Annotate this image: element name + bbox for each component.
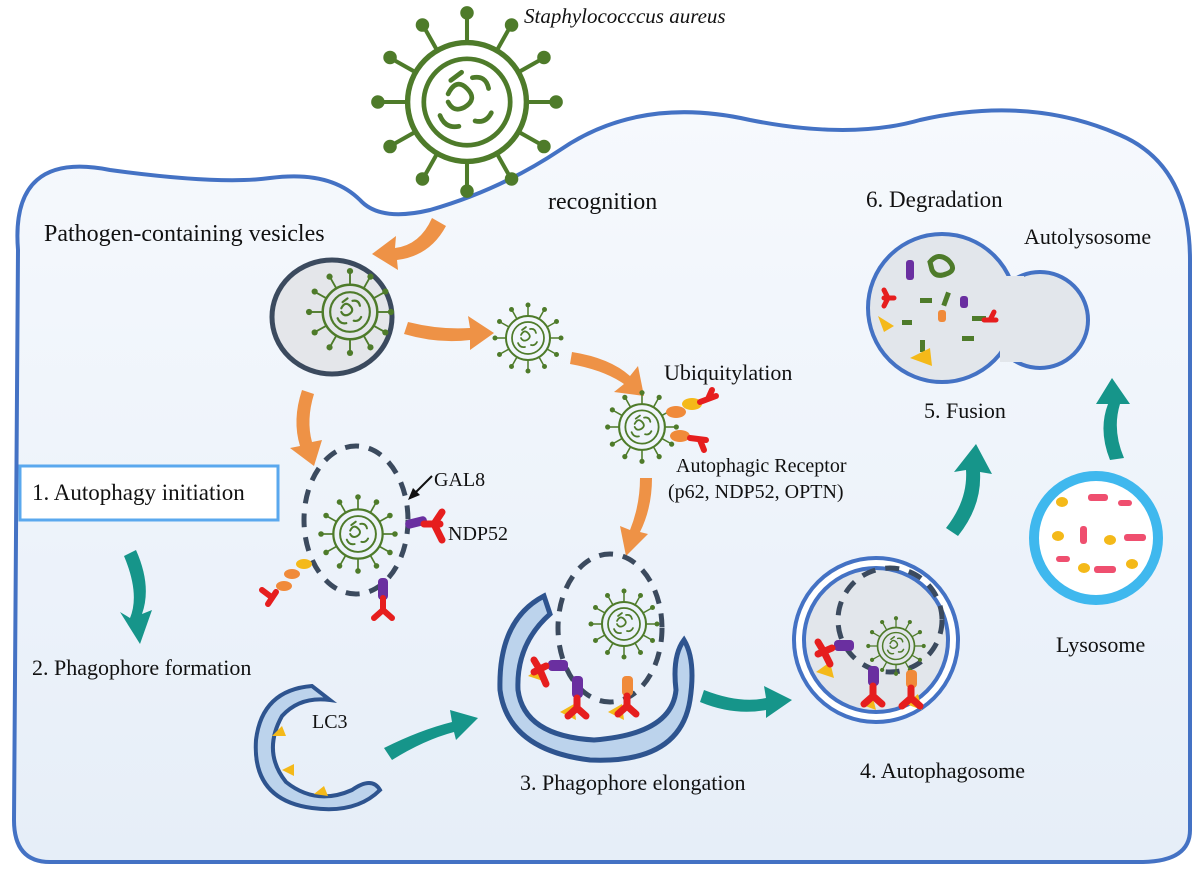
autophagosome-receptors: [814, 638, 924, 710]
ubiquitin-chain: [666, 387, 719, 453]
step6-label: 6. Degradation: [866, 187, 1003, 212]
receptor-label-line2: (p62, NDP52, OPTN): [668, 481, 844, 503]
lysosome-label: Lysosome: [1056, 632, 1146, 657]
organism-label: Staphylococccus aureus: [524, 4, 726, 28]
arrow-vesicle-to-free: [404, 316, 494, 350]
recognition-label: recognition: [548, 189, 658, 215]
lysosome: [1029, 471, 1163, 605]
step4-label: 4. Autophagosome: [860, 758, 1025, 783]
arrow-to-ubiquitylation: [570, 352, 644, 396]
phagophore-elongating: [497, 592, 695, 763]
ndp52-label: NDP52: [448, 523, 509, 545]
receptor-label-line1: Autophagic Receptor: [676, 455, 847, 477]
arrow-to-phagophore-formation: [120, 550, 152, 644]
gal8-ndp52-complex: [405, 475, 446, 544]
arrow-lysosome-to-fusion: [1096, 378, 1130, 460]
step3-label: 3. Phagophore elongation: [520, 770, 746, 795]
arrow-lc3-to-elongation: [384, 710, 478, 760]
degradation-fragments: [878, 254, 999, 366]
phagophore-inner-vesicle: [555, 551, 665, 705]
step5-label: 5. Fusion: [924, 398, 1006, 423]
arrow-to-fusion: [946, 444, 992, 536]
lc3-markers: [272, 726, 328, 796]
ubiquitylation-label: Ubiquitylation: [664, 360, 793, 385]
step2-label: 2. Phagophore formation: [32, 655, 252, 680]
arrow-to-autophagosome: [700, 686, 792, 718]
pathogen-vesicles-label: Pathogen-containing vesicles: [44, 221, 325, 247]
step1-label: 1. Autophagy initiation: [32, 480, 245, 505]
arrow-to-phagophore: [620, 478, 652, 556]
recognition-arrow: [372, 218, 446, 270]
arrow-to-damaged-vesicle: [290, 390, 322, 466]
gal8-label: GAL8: [434, 469, 486, 491]
autolysosome-label: Autolysosome: [1024, 224, 1152, 249]
lysosome-contents: [1052, 494, 1146, 573]
phagophore-receptors: [528, 656, 640, 720]
autophagy-initiation-box: [18, 464, 280, 522]
receptor-cluster-left: [259, 559, 395, 621]
lc3-label: LC3: [312, 711, 348, 733]
phagophore-small: [253, 683, 383, 812]
